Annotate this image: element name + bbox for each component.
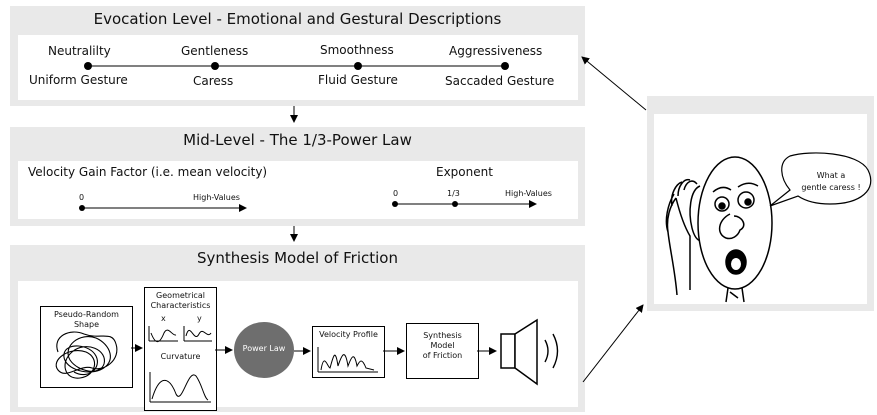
y-label: y bbox=[197, 314, 202, 323]
evocation-top-label-4: Aggressiveness bbox=[449, 44, 543, 58]
velocity-profile-plot bbox=[317, 347, 378, 373]
exponent-axis bbox=[392, 200, 537, 208]
evocation-point-1 bbox=[84, 62, 92, 70]
midlevel-inner bbox=[18, 161, 578, 219]
power-law-label: Power Law bbox=[242, 344, 286, 353]
evocation-inner bbox=[18, 35, 578, 100]
curvature-label: Curvature bbox=[160, 352, 201, 361]
power-law-node: Power Law bbox=[234, 322, 294, 378]
evocation-bottom-label-3: Fluid Gesture bbox=[318, 73, 398, 87]
evocation-scale bbox=[84, 62, 509, 70]
exponent-label: Exponent bbox=[436, 165, 493, 179]
y-mini-plot bbox=[183, 326, 212, 342]
synthesis-title: Synthesis Model of Friction bbox=[197, 249, 398, 267]
exponent-mid-label: 1/3 bbox=[447, 189, 460, 198]
velocity-profile-label: Velocity Profile bbox=[319, 330, 378, 339]
velocity-start-label: 0 bbox=[79, 193, 85, 202]
synthesis-model-box: Synthesis Model of Friction bbox=[406, 323, 479, 379]
evocation-bottom-label-2: Caress bbox=[193, 74, 234, 88]
velocity-gain-axis bbox=[79, 204, 247, 212]
exponent-start-label: 0 bbox=[393, 189, 399, 198]
evocation-bottom-label-4: Saccaded Gesture bbox=[445, 74, 555, 88]
velocity-gain-label: Velocity Gain Factor (i.e. mean velocity… bbox=[28, 165, 268, 179]
listener-cartoon bbox=[665, 156, 773, 303]
arrow-speaker-to-listener bbox=[582, 304, 644, 383]
geometrical-characteristics-label: Geometrical Characteristics bbox=[150, 291, 211, 310]
midlevel-title: Mid-Level - The 1/3-Power Law bbox=[183, 131, 412, 149]
evocation-panel: Evocation Level - Emotional and Gestural… bbox=[10, 6, 585, 106]
evocation-point-2 bbox=[211, 62, 219, 70]
velocity-end-label: High-Values bbox=[193, 193, 240, 202]
arrow-listener-to-evocation bbox=[581, 56, 647, 111]
speech-bubble-text-front: What a gentle caress ! bbox=[801, 171, 861, 192]
geometrical-characteristics-box: Geometrical Characteristics x y Curvatur… bbox=[144, 287, 217, 411]
evocation-bottom-label-1: Uniform Gesture bbox=[29, 73, 128, 87]
evocation-point-4 bbox=[501, 62, 509, 70]
x-mini-plot bbox=[148, 326, 178, 343]
evocation-point-3 bbox=[354, 62, 362, 70]
evocation-top-label-1: Neutralilty bbox=[48, 44, 111, 58]
midlevel-panel: Mid-Level - The 1/3-Power Law bbox=[10, 127, 585, 226]
exponent-end-label: High-Values bbox=[505, 189, 552, 198]
pseudo-random-scribble bbox=[55, 331, 118, 379]
x-label: x bbox=[161, 314, 166, 323]
pseudo-random-shape-label: Pseudo-Random Shape bbox=[54, 310, 119, 329]
evocation-title: Evocation Level - Emotional and Gestural… bbox=[93, 10, 502, 28]
speaker-icon bbox=[500, 318, 559, 386]
evocation-top-label-2: Gentleness bbox=[181, 44, 249, 58]
curvature-plot bbox=[149, 372, 211, 403]
evocation-top-label-3: Smoothness bbox=[320, 43, 394, 57]
synthesis-model-label: Synthesis Model of Friction bbox=[422, 331, 463, 360]
speech-bubble bbox=[769, 152, 872, 207]
